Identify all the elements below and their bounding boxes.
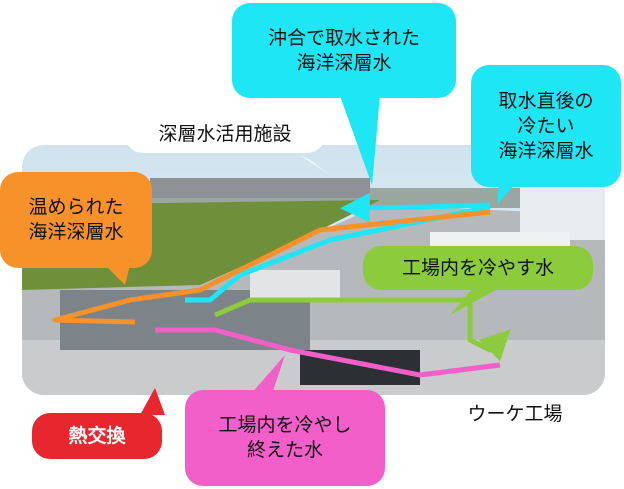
used-water-line [155,327,501,378]
warm-water-line [52,209,491,325]
cold-water-to-exchanger [185,204,491,303]
used-water-callout: 工場内を冷やし 終えた水 [185,390,385,486]
warm-water-callout: 温められた 海洋深層水 [0,172,152,268]
facility-label: 深層水活用施設 [125,115,325,153]
cooling-water-callout: 工場内を冷やす水 [363,246,593,290]
heat-exchange-callout: 熱交換 [32,413,162,459]
offshore-intake-callout: 沖合で取水された 海洋深層水 [232,3,456,98]
cooling-water-line [214,297,511,362]
cold-water-line [340,192,491,223]
factory-label: ウーケ工場 [440,395,590,433]
cold-water-callout: 取水直後の 冷たい 海洋深層水 [471,65,621,187]
